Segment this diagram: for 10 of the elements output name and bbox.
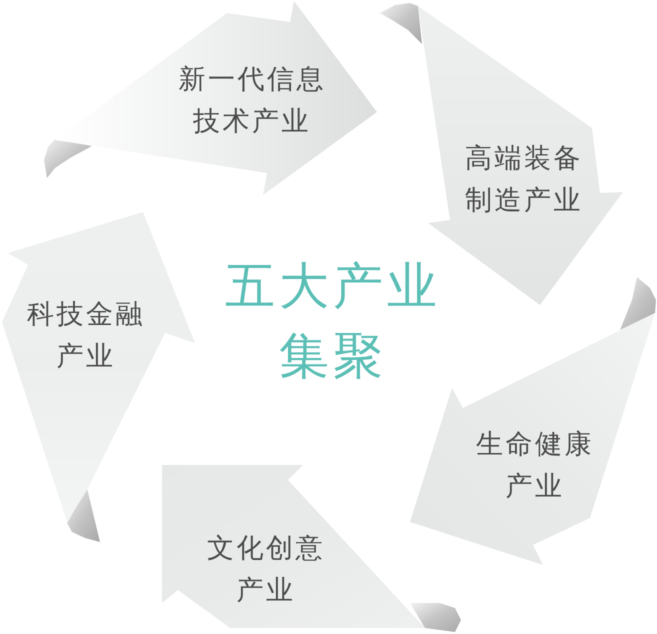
arrow-shape	[44, 1, 377, 195]
arrow-label: 科技金融产业	[26, 298, 146, 374]
arrow-label: 高端装备制造产业	[464, 142, 584, 218]
center-title: 五大产业集聚	[224, 256, 442, 387]
arrow-shape	[2, 212, 195, 542]
arrow-label: 生命健康产业	[475, 428, 595, 504]
arrow-label: 新一代信息技术产业	[177, 63, 327, 139]
arrow-label: 文化创意产业	[206, 532, 326, 608]
arrow-shape	[380, 3, 623, 305]
arrow-shape	[162, 465, 461, 632]
